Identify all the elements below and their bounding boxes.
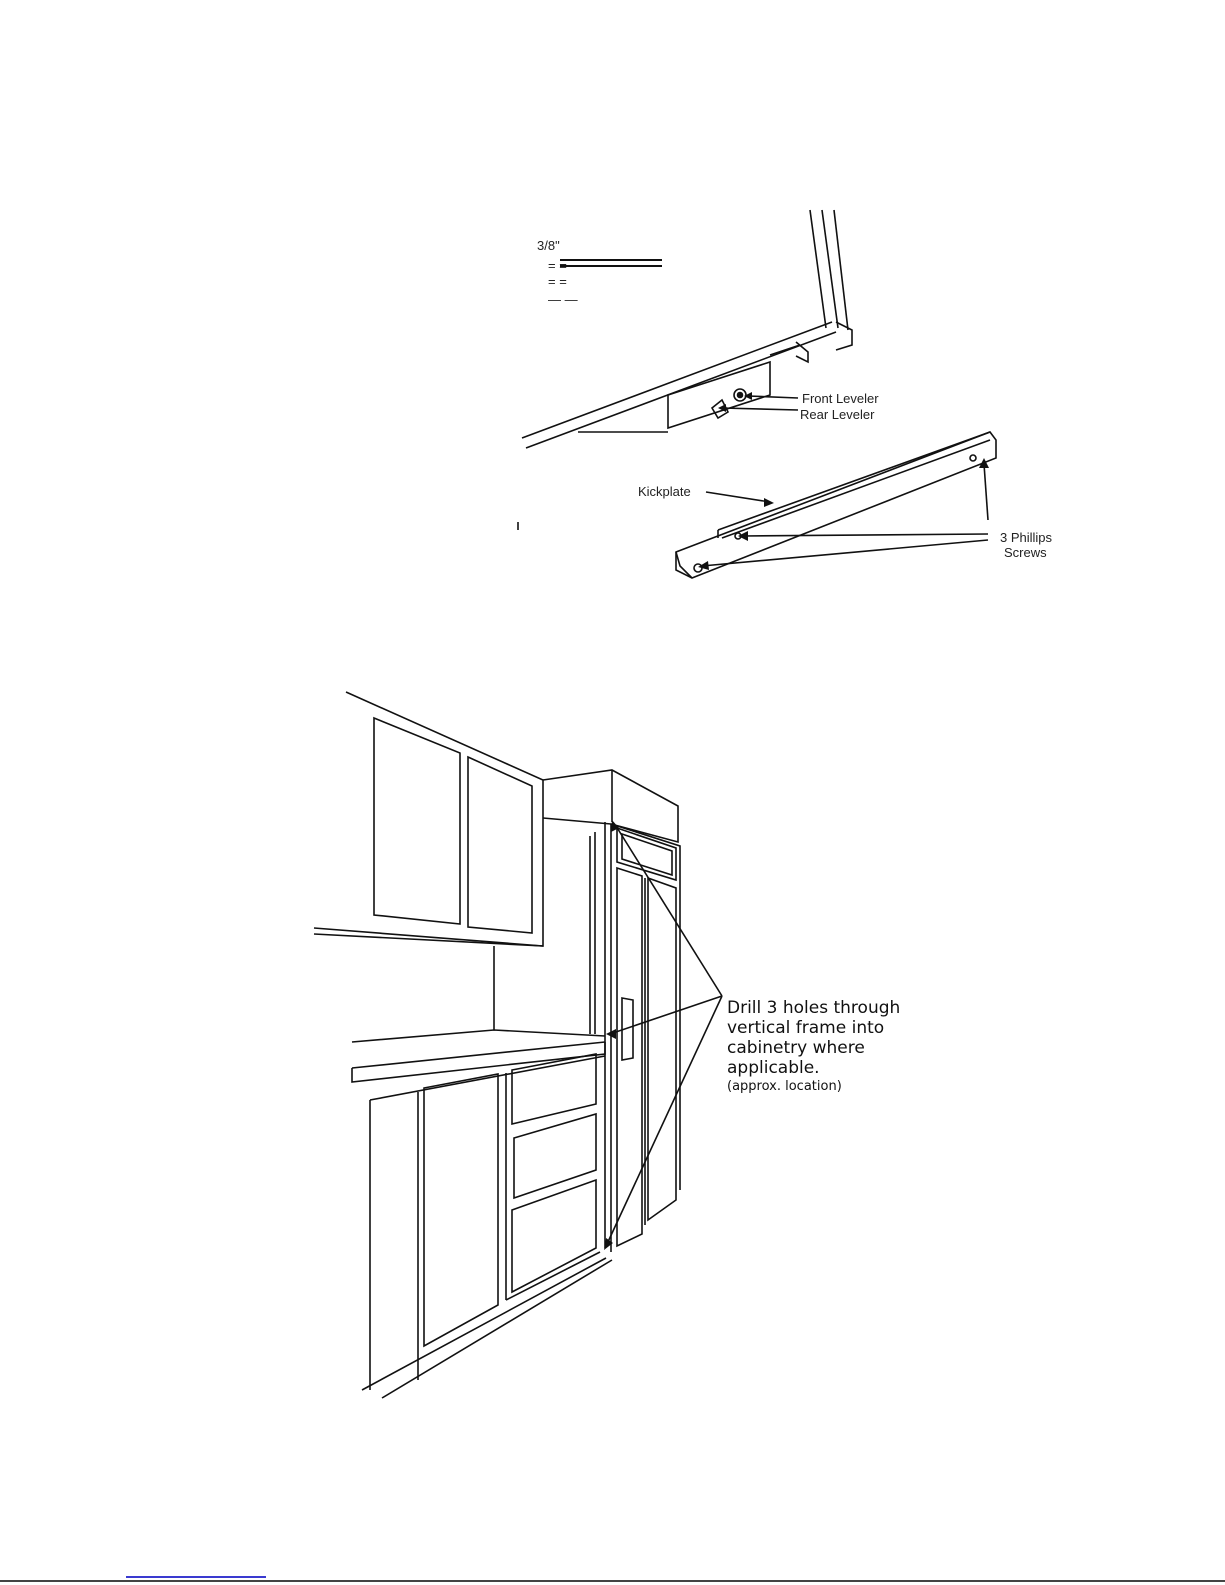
footer-rule: [0, 1580, 1225, 1582]
callout-note: (approx. location): [727, 1078, 900, 1096]
callout-line: applicable.: [727, 1058, 900, 1078]
callout-line: cabinetry where: [727, 1038, 900, 1058]
callout-line: Drill 3 holes through: [727, 998, 900, 1018]
footer-link-underline[interactable]: [126, 1574, 266, 1578]
callout-line: vertical frame into: [727, 1018, 900, 1038]
drill-holes-callout: Drill 3 holes through vertical frame int…: [727, 998, 900, 1096]
